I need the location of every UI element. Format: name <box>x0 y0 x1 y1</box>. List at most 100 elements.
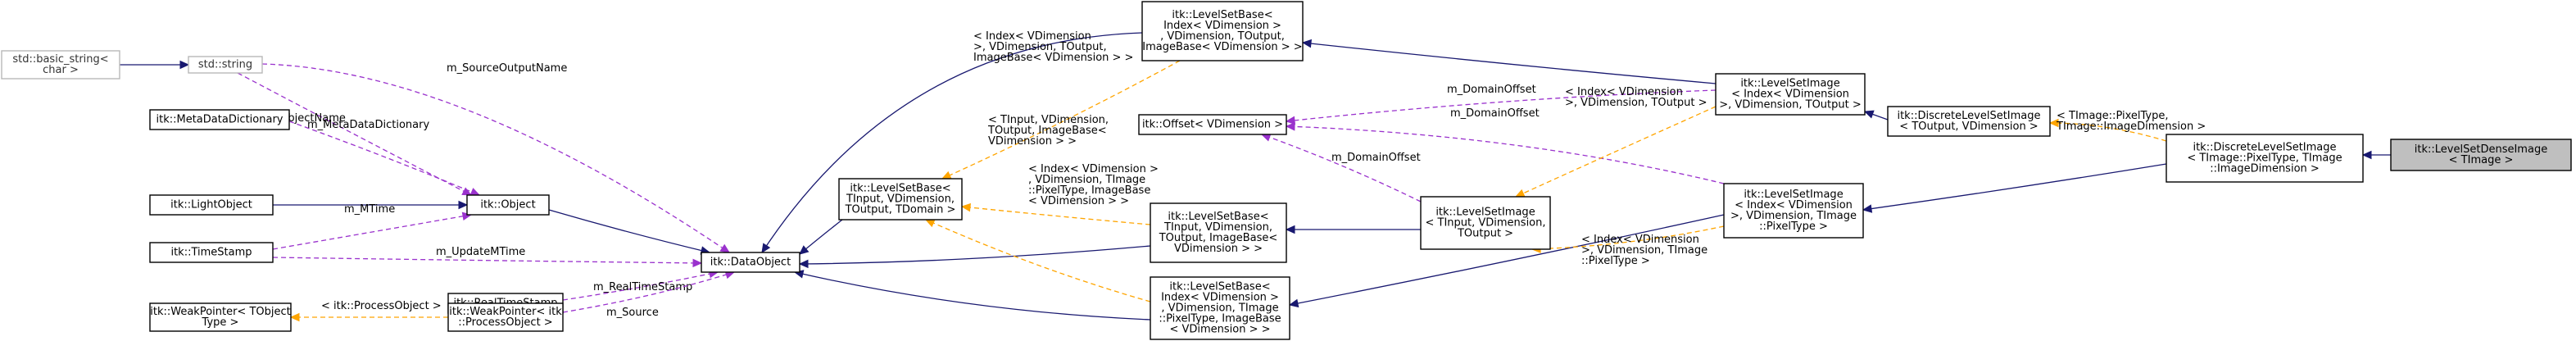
edges-layer: m_ObjectNamem_SourceOutputNamem_MetaData… <box>120 30 2391 322</box>
class-name-line: itk::LevelSetImage <box>1744 189 1843 201</box>
class-box <box>838 178 963 221</box>
edge-line <box>272 257 702 264</box>
class-node-LSB_index_out[interactable]: itk::LevelSetBase<Index< VDimension >, V… <box>1141 1 1304 61</box>
class-node-LSB_index_pix[interactable]: itk::LevelSetBase<Index< VDimension >, V… <box>1150 276 1290 340</box>
class-node-MetaDataDictionary[interactable]: itk::MetaDataDictionary <box>149 109 290 130</box>
edge-label-line: VDimension > > <box>988 135 1077 148</box>
edge-line <box>1862 163 2167 211</box>
edge-label: m_DomainOffset <box>1331 152 1421 164</box>
edge-label-line: < Index< VDimension > <box>1028 163 1159 175</box>
class-node-LSI_index_pix[interactable]: itk::LevelSetImage< Index< VDimension>, … <box>1723 183 1864 239</box>
edge-line <box>548 209 710 253</box>
class-node-WeakPointerPO[interactable]: itk::WeakPointer< itk::ProcessObject > <box>447 302 564 332</box>
class-name-line: < VDimension > > <box>1169 324 1270 336</box>
edge-label-line: m_MetaDataDictionary <box>307 119 429 131</box>
edge-DiscreteLSI_generic-to-DiscreteLSI_pix: < TImage::PixelType,TImage::ImageDimensi… <box>2048 110 2206 142</box>
arrowhead <box>461 187 473 196</box>
arrowhead <box>469 188 481 196</box>
edge-label: m_SourceOutputName <box>447 62 567 75</box>
arrowhead <box>289 312 300 322</box>
class-name-line: itk::LevelSetDenseImage <box>2415 143 2547 156</box>
arrowhead <box>458 200 469 210</box>
edge-label-line: m_DomainOffset <box>1447 84 1536 96</box>
class-name-line: TInput, VDimension, <box>846 193 955 206</box>
edge-DataObject-to-LSB_index_pix <box>793 270 1151 321</box>
edge-label-line: m_Source <box>606 307 659 319</box>
arrowhead <box>1285 225 1295 234</box>
class-box <box>1138 114 1287 135</box>
class-node-LSI_index_out[interactable]: itk::LevelSetImage< Index< VDimension>, … <box>1715 73 1866 116</box>
class-node-LSB_generic[interactable]: itk::LevelSetBase<TInput, VDimension,TOu… <box>838 178 963 221</box>
edge-label: < TImage::PixelType,TImage::ImageDimensi… <box>2056 110 2206 133</box>
edge-label-line: m_MTime <box>344 203 395 216</box>
class-name-line: , VDimension, TOutput, <box>1160 30 1285 43</box>
class-node-DiscreteLSI_pix[interactable]: itk::DiscreteLevelSetImage< TImage::Pixe… <box>2166 134 2364 183</box>
arrowhead <box>1514 189 1526 198</box>
edge-label-line: m_DomainOffset <box>1331 152 1421 164</box>
edge-label: < TInput, VDimension,TOutput, ImageBase<… <box>987 114 1109 148</box>
edge-line <box>272 214 472 250</box>
edge-label-line: < Index< VDimension <box>1581 234 1699 246</box>
class-name-line: ImageBase< VDimension > > <box>1142 41 1302 53</box>
class-box <box>149 302 292 332</box>
edge-line <box>925 219 1151 302</box>
class-box <box>1 50 120 80</box>
class-name-line: itk::LevelSetImage <box>1740 78 1839 90</box>
class-box <box>188 56 263 74</box>
class-name-line: Index< VDimension > <box>1161 292 1279 304</box>
class-name-line: TInput, VDimension, <box>1163 221 1272 234</box>
class-node-TimeStamp[interactable]: itk::TimeStamp <box>149 242 274 263</box>
arrowhead <box>1301 39 1313 48</box>
edge-LSB_index_pix-to-LSI_index_pix <box>1288 214 1725 308</box>
class-node-LSDenseImage[interactable]: itk::LevelSetDenseImage< TImage > <box>2390 139 2572 171</box>
class-name-line: Index< VDimension > <box>1163 20 1281 32</box>
edge-LSI_index_out-to-DiscreteLSI_generic <box>1863 110 1889 120</box>
class-box <box>447 302 564 332</box>
class-name-line: VDimension > > <box>1174 243 1263 255</box>
class-node-LSI_generic[interactable]: itk::LevelSetImage< TInput, VDimension,T… <box>1420 196 1551 250</box>
class-node-LightObject[interactable]: itk::LightObject <box>149 194 274 216</box>
class-name-line: < TImage::PixelType, TImage <box>2187 152 2342 165</box>
arrowhead <box>1285 122 1295 131</box>
class-node-string[interactable]: std::string <box>188 56 263 74</box>
edge-label-line: m_DomainOffset <box>1450 107 1540 120</box>
class-name-line: itk::DiscreteLevelSetImage <box>1897 110 2040 122</box>
edge-RealTimeStamp-to-DataObject: m_RealTimeStamp <box>562 269 719 301</box>
edge-label-line: m_RealTimeStamp <box>593 281 692 293</box>
class-node-basic_string[interactable]: std::basic_string<char > <box>1 50 120 80</box>
class-node-Offset[interactable]: itk::Offset< VDimension > <box>1138 114 1287 135</box>
edge-label-line: TOutput, ImageBase< <box>987 125 1107 137</box>
edge-line <box>1261 134 1422 202</box>
edge-LSB_input_img-to-LSI_generic <box>1285 225 1421 234</box>
edge-line <box>1286 89 1717 122</box>
edge-label-line: < VDimension > > <box>1028 195 1129 207</box>
class-name-line: ::PixelType > <box>1759 221 1828 233</box>
edge-label-line: < itk::ProcessObject > <box>321 300 442 312</box>
edge-LSB_generic-to-LSB_index_pix: < Index< VDimension >, VDimension, TImag… <box>924 163 1159 302</box>
arrowhead <box>761 243 771 254</box>
edge-LSI_generic-to-LSI_index_pix: < Index< VDimension>, VDimension, TImage… <box>1531 225 1725 267</box>
edge-label-line: >, VDimension, TOutput > <box>1565 97 1708 109</box>
class-name-line: Type > <box>202 316 239 329</box>
class-box <box>2390 139 2572 171</box>
class-node-DataObject[interactable]: itk::DataObject <box>701 252 800 273</box>
class-name-line: itk::MetaDataDictionary <box>156 114 283 126</box>
edge-label-line: < TImage::PixelType, <box>2057 110 2169 122</box>
edge-label: m_Source <box>606 307 659 319</box>
edge-label-line: < TInput, VDimension, <box>988 114 1109 126</box>
edge-line <box>288 120 480 196</box>
class-box <box>466 194 550 216</box>
class-name-line: < TImage > <box>2449 154 2514 166</box>
class-name-line: >, VDimension, TImage <box>1730 210 1857 222</box>
edge-line <box>1515 106 1717 198</box>
arrowhead <box>924 219 936 228</box>
edge-LSI_generic-to-LSI_index_out: < Index< VDimension>, VDimension, TOutpu… <box>1514 86 1717 198</box>
class-box <box>149 194 274 216</box>
edge-line <box>2049 122 2167 142</box>
class-node-Object[interactable]: itk::Object <box>466 194 550 216</box>
class-box <box>1887 106 2051 137</box>
class-node-LSB_input_img[interactable]: itk::LevelSetBase<TInput, VDimension,TOu… <box>1150 202 1287 263</box>
class-node-DiscreteLSI_generic[interactable]: itk::DiscreteLevelSetImage< TOutput, VDi… <box>1887 106 2051 137</box>
